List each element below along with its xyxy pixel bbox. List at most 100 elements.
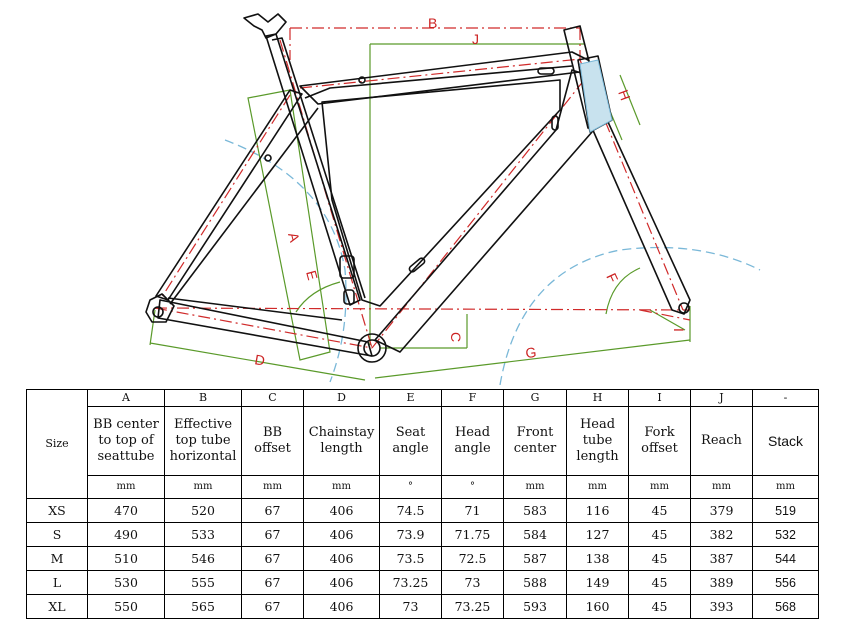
value-cell: 160 <box>566 594 629 619</box>
value-cell: 116 <box>566 498 629 523</box>
column-name-line: Stack <box>767 433 803 449</box>
value-cell: 45 <box>628 498 691 523</box>
column-letter-0: A <box>87 389 165 407</box>
value-cell: 588 <box>503 570 567 595</box>
value-cell: 45 <box>628 594 691 619</box>
value-cell: 532 <box>752 522 819 547</box>
column-name-line: angle <box>392 441 429 456</box>
value-cell: 568 <box>752 594 819 619</box>
column-unit-2: mm <box>241 475 304 499</box>
column-letter-7: H <box>566 389 629 407</box>
label-c: C <box>448 332 464 342</box>
frame-outline <box>145 13 691 363</box>
column-letter-5: F <box>441 389 504 407</box>
value-cell: 406 <box>303 546 380 571</box>
column-name-line: offset <box>641 441 678 456</box>
column-name-line: BB center <box>93 417 159 432</box>
size-cell: S <box>26 522 88 547</box>
column-name-line: angle <box>454 441 491 456</box>
value-cell: 74.5 <box>379 498 442 523</box>
value-cell: 45 <box>628 546 691 571</box>
label-f: F <box>603 271 621 286</box>
column-name-line: Chainstay <box>308 425 375 440</box>
value-cell: 546 <box>164 546 242 571</box>
value-cell: 387 <box>690 546 753 571</box>
column-letter-4: E <box>379 389 442 407</box>
column-name-line: seattube <box>97 449 155 464</box>
label-d: D <box>253 351 266 369</box>
value-cell: 530 <box>87 570 165 595</box>
value-cell: 127 <box>566 522 629 547</box>
head-tube-highlight <box>579 59 613 133</box>
value-cell: 593 <box>503 594 567 619</box>
bike-frame-diagram: B J H A E F D C G I <box>145 13 761 385</box>
column-unit-8: mm <box>628 475 691 499</box>
column-name-line: offset <box>254 441 291 456</box>
value-cell: 45 <box>628 522 691 547</box>
column-unit-10: mm <box>752 475 819 499</box>
value-cell: 533 <box>164 522 242 547</box>
column-name-line: horizontal <box>169 449 237 464</box>
value-cell: 73 <box>379 594 442 619</box>
value-cell: 67 <box>241 522 304 547</box>
column-letter-9: J <box>690 389 753 407</box>
value-cell: 584 <box>503 522 567 547</box>
value-cell: 555 <box>164 570 242 595</box>
value-cell: 406 <box>303 498 380 523</box>
value-cell: 544 <box>752 546 819 571</box>
dimension-labels: B J H A E F D C G I <box>253 15 687 369</box>
value-cell: 490 <box>87 522 165 547</box>
column-name-line: length <box>576 449 619 464</box>
label-a: A <box>285 231 303 245</box>
column-name-line: Head <box>454 425 491 440</box>
column-unit-0: mm <box>87 475 165 499</box>
value-cell: 73.9 <box>379 522 442 547</box>
label-j: J <box>472 31 479 47</box>
column-name-line: center <box>513 441 557 456</box>
column-name-line: BB <box>262 425 283 440</box>
value-cell: 73 <box>441 570 504 595</box>
column-letter-8: I <box>628 389 691 407</box>
column-unit-9: mm <box>690 475 753 499</box>
column-unit-5: ° <box>441 475 504 499</box>
column-name-line: tube <box>582 433 613 448</box>
value-cell: 67 <box>241 594 304 619</box>
label-e: E <box>303 269 321 282</box>
column-letter-3: D <box>303 389 380 407</box>
column-name-line: Head <box>579 417 616 432</box>
column-letter-2: C <box>241 389 304 407</box>
value-cell: 67 <box>241 546 304 571</box>
value-cell: 583 <box>503 498 567 523</box>
column-name-9: Reach <box>690 406 753 476</box>
size-cell: M <box>26 546 88 571</box>
value-cell: 73.25 <box>379 570 442 595</box>
value-cell: 565 <box>164 594 242 619</box>
value-cell: 149 <box>566 570 629 595</box>
value-cell: 406 <box>303 570 380 595</box>
value-cell: 71 <box>441 498 504 523</box>
angle-reference-arcs <box>224 139 761 385</box>
value-cell: 587 <box>503 546 567 571</box>
column-letter-6: G <box>503 389 567 407</box>
column-name-line: top tube <box>175 433 231 448</box>
label-g: G <box>525 344 538 361</box>
value-cell: 379 <box>690 498 753 523</box>
value-cell: 67 <box>241 570 304 595</box>
value-cell: 67 <box>241 498 304 523</box>
value-cell: 71.75 <box>441 522 504 547</box>
value-cell: 382 <box>690 522 753 547</box>
value-cell: 393 <box>690 594 753 619</box>
